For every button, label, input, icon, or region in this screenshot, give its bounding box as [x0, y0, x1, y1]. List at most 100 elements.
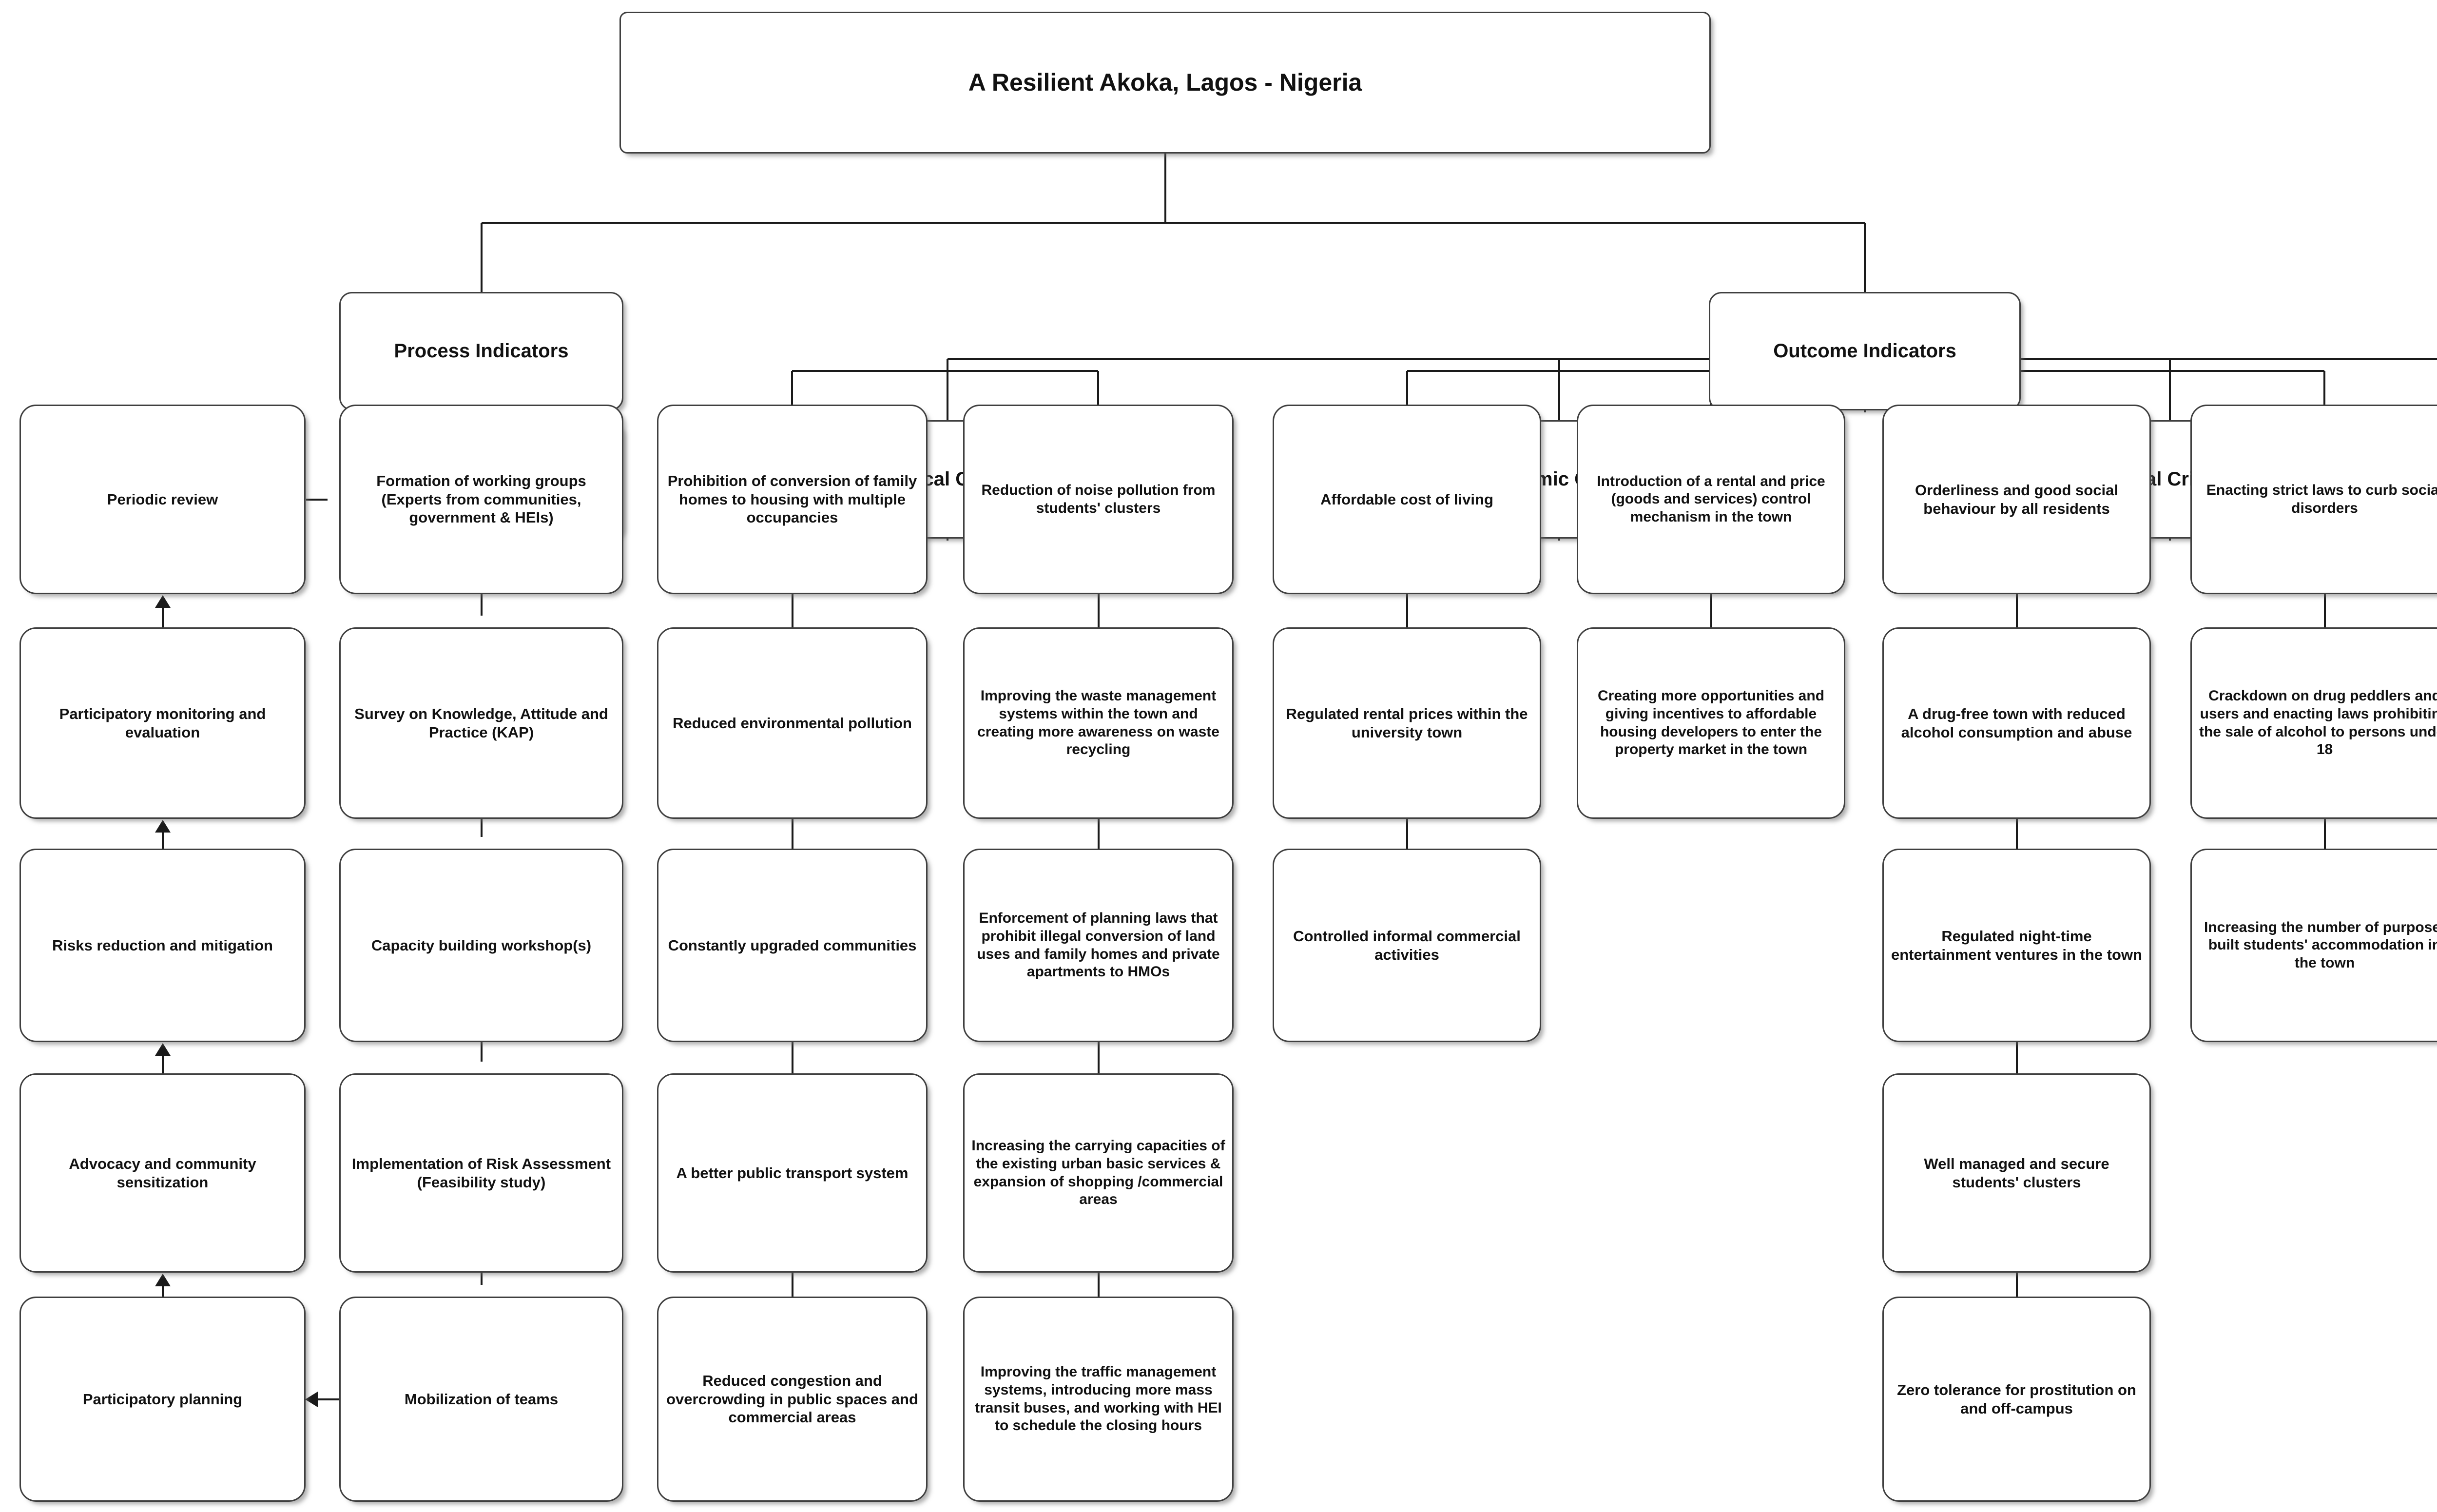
node-process-formation-cycle-4[interactable]: Mobilization of teams — [339, 1297, 623, 1502]
node-economic-actions-0[interactable]: Introduction of a rental and price (good… — [1577, 405, 1845, 594]
node-label: Reduced congestion and overcrowding in p… — [666, 1372, 918, 1426]
connector-physical-stem — [947, 539, 948, 541]
connector-process-formation-2 — [481, 819, 483, 837]
node-social-outcomes-1[interactable]: A drug-free town with reduced alcohol co… — [1882, 627, 2151, 819]
arrow-process-review-up-4 — [155, 1274, 171, 1286]
node-process-formation-cycle-2[interactable]: Capacity building workshop(s) — [339, 849, 623, 1042]
node-label: Increasing the number of purpose-built s… — [2204, 919, 2437, 971]
node-process-review-cycle-0[interactable]: Periodic review — [19, 405, 306, 594]
connector-col2-row1 — [792, 594, 793, 627]
node-process-review-cycle-2[interactable]: Risks reduction and mitigation — [19, 849, 306, 1042]
node-label: Regulated night-time entertainment ventu… — [1891, 927, 2142, 963]
node-physical-actions-3[interactable]: Increasing the carrying capacities of th… — [963, 1073, 1234, 1273]
arrow-process-review-up-3 — [155, 1043, 171, 1056]
node-process-formation-cycle-3[interactable]: Implementation of Risk Assessment (Feasi… — [339, 1073, 623, 1273]
branch-header-outcome-indicators[interactable]: Outcome Indicators — [1709, 292, 2021, 410]
node-social-outcomes-2[interactable]: Regulated night-time entertainment ventu… — [1882, 849, 2151, 1042]
connector-col5-row1 — [1710, 594, 1712, 627]
connector-col3-row4 — [1098, 1273, 1100, 1297]
node-social-actions-0[interactable]: Enacting strict laws to curb social diso… — [2190, 405, 2437, 594]
connector-periodic-review-to-formation — [306, 499, 328, 501]
connector-physical-right-drop — [1097, 371, 1099, 405]
arrow-mobilization-to-planning — [305, 1392, 318, 1407]
connector-physical-left-drop — [791, 371, 793, 405]
node-social-actions-2[interactable]: Increasing the number of purpose-built s… — [2190, 849, 2437, 1042]
node-process-review-cycle-1[interactable]: Participatory monitoring and evaluation — [19, 627, 306, 819]
node-social-outcomes-4[interactable]: Zero tolerance for prostitution on and o… — [1882, 1297, 2151, 1502]
node-physical-actions-4[interactable]: Improving the traffic management systems… — [963, 1297, 1234, 1502]
node-label: Periodic review — [107, 490, 218, 508]
connector-outcome-stem — [1864, 410, 1866, 412]
arrow-process-review-up-1 — [155, 595, 171, 608]
connector-mobilization-to-planning — [318, 1398, 339, 1400]
node-economic-outcomes-1[interactable]: Regulated rental prices within the unive… — [1273, 627, 1541, 819]
node-label: Enforcement of planning laws that prohib… — [977, 910, 1220, 980]
node-label: Mobilization of teams — [404, 1390, 559, 1408]
connector-col4-row2 — [1406, 819, 1408, 849]
connector-social-right-drop — [2323, 371, 2325, 405]
connector-col3-row1 — [1098, 594, 1100, 627]
node-label: Constantly upgraded communities — [668, 936, 917, 954]
node-process-review-cycle-3[interactable]: Advocacy and community sensitization — [19, 1073, 306, 1273]
node-label: Introduction of a rental and price (good… — [1597, 473, 1825, 525]
node-economic-actions-1[interactable]: Creating more opportunities and giving i… — [1577, 627, 1845, 819]
connector-col7-row1 — [2324, 594, 2326, 627]
node-process-formation-cycle-1[interactable]: Survey on Knowledge, Attitude and Practi… — [339, 627, 623, 819]
node-label: Survey on Knowledge, Attitude and Practi… — [354, 705, 608, 741]
node-economic-outcomes-2[interactable]: Controlled informal commercial activitie… — [1273, 849, 1541, 1042]
connector-col6-row2 — [2016, 819, 2018, 849]
node-label: Risks reduction and mitigation — [52, 936, 273, 954]
node-physical-outcomes-1[interactable]: Reduced environmental pollution — [657, 627, 928, 819]
node-label: Implementation of Risk Assessment (Feasi… — [351, 1155, 611, 1191]
connector-process-review-2 — [162, 833, 164, 849]
node-process-formation-cycle-0[interactable]: Formation of working groups (Experts fro… — [339, 405, 623, 594]
node-social-outcomes-0[interactable]: Orderliness and good social behaviour by… — [1882, 405, 2151, 594]
connector-physical-bus — [792, 370, 1098, 372]
connector-process-review-1 — [162, 608, 164, 627]
node-label: Regulated rental prices within the unive… — [1286, 705, 1528, 741]
diagram-title-box[interactable]: A Resilient Akoka, Lagos - Nigeria — [619, 12, 1711, 154]
connector-col6-row3 — [2016, 1042, 2018, 1073]
arrow-process-review-up-2 — [155, 820, 171, 833]
node-label: Advocacy and community sensitization — [69, 1155, 256, 1191]
connector-col3-row3 — [1098, 1042, 1100, 1073]
node-label: Controlled informal commercial activitie… — [1293, 927, 1521, 963]
node-social-actions-1[interactable]: Crackdown on drug peddlers and users and… — [2190, 627, 2437, 819]
connector-process-formation-3 — [481, 1042, 483, 1062]
connector-social-stem — [2169, 539, 2171, 541]
node-physical-outcomes-4[interactable]: Reduced congestion and overcrowding in p… — [657, 1297, 928, 1502]
connector-col2-row2 — [792, 819, 793, 849]
node-label: Reduction of noise pollution from studen… — [981, 482, 1216, 516]
connector-title-stem — [1164, 154, 1166, 223]
connector-col7-row2 — [2324, 819, 2326, 849]
connector-col3-row2 — [1098, 819, 1100, 849]
node-social-outcomes-3[interactable]: Well managed and secure students' cluste… — [1882, 1073, 2151, 1273]
connector-economic-stem — [1558, 539, 1560, 541]
node-label: Well managed and secure students' cluste… — [1924, 1155, 2109, 1191]
branch-header-process-indicators[interactable]: Process Indicators — [339, 292, 623, 410]
connector-col6-row1 — [2016, 594, 2018, 627]
node-label: Formation of working groups (Experts fro… — [376, 472, 586, 526]
node-physical-outcomes-0[interactable]: Prohibition of conversion of family home… — [657, 405, 928, 594]
node-label: Prohibition of conversion of family home… — [667, 472, 917, 526]
node-physical-actions-2[interactable]: Enforcement of planning laws that prohib… — [963, 849, 1234, 1042]
node-label: A Resilient Akoka, Lagos - Nigeria — [968, 69, 1362, 96]
connector-process-review-4 — [162, 1286, 164, 1297]
node-label: Improving the waste management systems w… — [977, 688, 1219, 758]
connector-outcome-to-social — [2169, 359, 2171, 420]
node-physical-outcomes-3[interactable]: A better public transport system — [657, 1073, 928, 1273]
node-physical-outcomes-2[interactable]: Constantly upgraded communities — [657, 849, 928, 1042]
connector-title-to-outcome — [1864, 223, 1866, 292]
node-label: Crackdown on drug peddlers and users and… — [2199, 688, 2437, 758]
node-label: Outcome Indicators — [1773, 340, 1956, 362]
node-label: Reduced environmental pollution — [673, 714, 912, 732]
connector-social-bus — [2017, 370, 2324, 372]
node-physical-actions-1[interactable]: Improving the waste management systems w… — [963, 627, 1234, 819]
connector-col6-row4 — [2016, 1273, 2018, 1297]
node-physical-actions-0[interactable]: Reduction of noise pollution from studen… — [963, 405, 1234, 594]
connector-outcome-to-economic — [1558, 359, 1560, 420]
node-economic-outcomes-0[interactable]: Affordable cost of living — [1273, 405, 1541, 594]
node-label: Improving the traffic management systems… — [975, 1364, 1222, 1434]
node-process-review-cycle-4[interactable]: Participatory planning — [19, 1297, 306, 1502]
